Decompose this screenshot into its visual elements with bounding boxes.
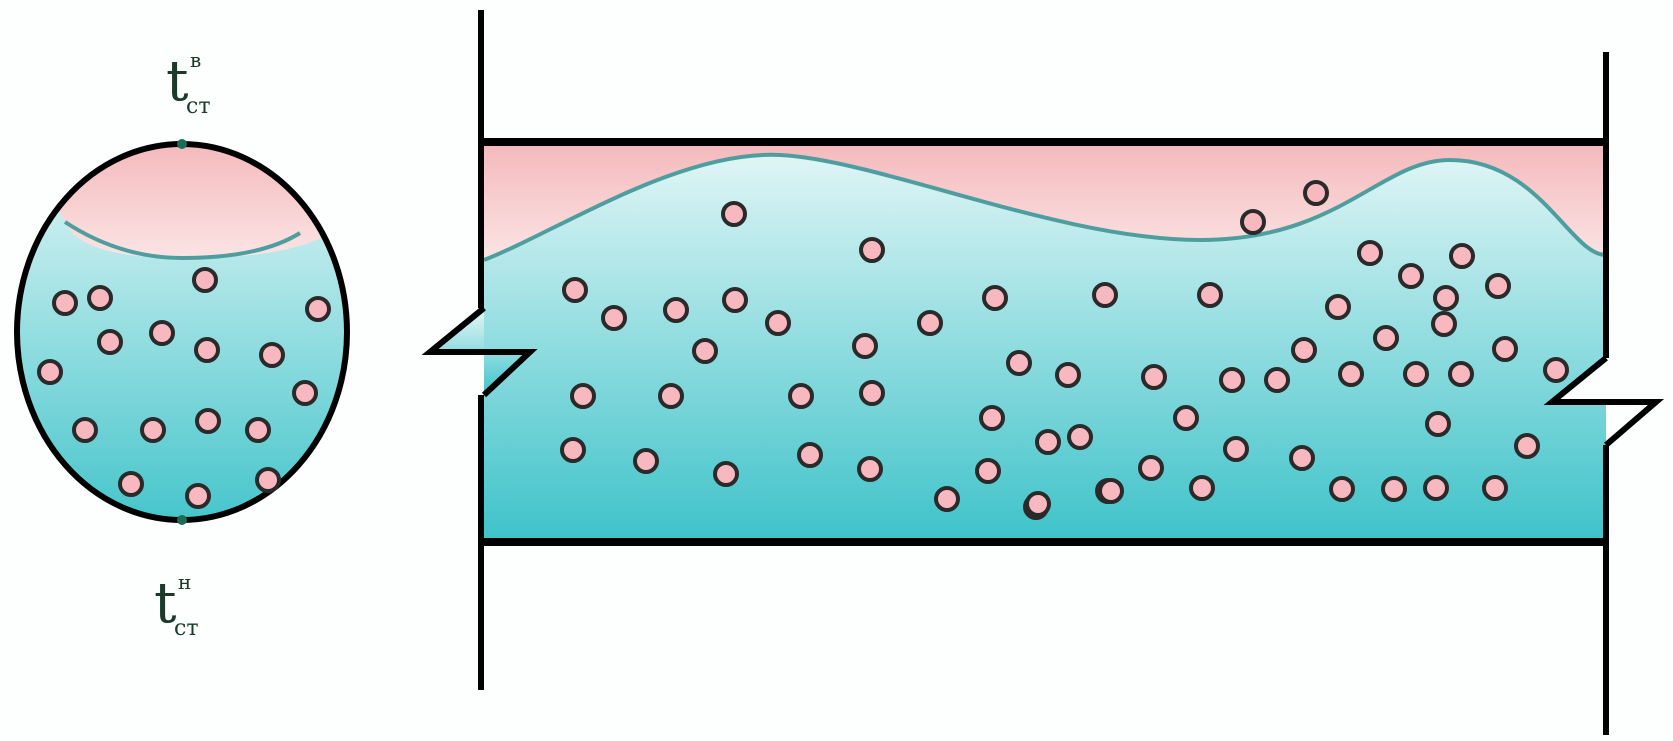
particle	[861, 382, 883, 404]
particle	[1433, 313, 1455, 335]
particle	[39, 361, 61, 383]
particle	[1516, 435, 1538, 457]
particle	[919, 312, 941, 334]
particle	[562, 439, 584, 461]
particle	[1057, 364, 1079, 386]
particle	[861, 239, 883, 261]
particle	[247, 419, 269, 441]
particle	[572, 385, 594, 407]
particle	[1143, 366, 1165, 388]
particle	[1425, 477, 1447, 499]
particle	[197, 410, 219, 432]
particle	[1383, 478, 1405, 500]
particle	[660, 385, 682, 407]
particle	[981, 407, 1003, 429]
bottom-wall-point	[177, 515, 187, 525]
particle	[1008, 352, 1030, 374]
particle	[1027, 493, 1049, 515]
particle	[1293, 339, 1315, 361]
particle	[142, 419, 164, 441]
particle	[151, 322, 173, 344]
particle	[603, 307, 625, 329]
particle	[307, 298, 329, 320]
particle	[1359, 242, 1381, 264]
particle	[767, 312, 789, 334]
top-wall-temperature-label: t в ст	[166, 54, 189, 110]
particle	[723, 203, 745, 225]
particle	[1199, 284, 1221, 306]
particle	[1451, 245, 1473, 267]
particle	[1340, 363, 1362, 385]
particle	[1484, 477, 1506, 499]
particle	[1331, 478, 1353, 500]
particle	[1494, 338, 1516, 360]
bottom-wall-temperature-label: t н ст	[154, 576, 177, 632]
particle	[1427, 413, 1449, 435]
particle	[1037, 431, 1059, 453]
particle	[1327, 296, 1349, 318]
particle	[1291, 447, 1313, 469]
top-wall-point	[177, 139, 187, 149]
top-label-subscript: ст	[186, 96, 211, 118]
bottom-label-superscript: н	[178, 572, 191, 592]
particle	[564, 279, 586, 301]
particle	[790, 385, 812, 407]
particle	[694, 340, 716, 362]
particle	[1191, 477, 1213, 499]
particle	[1305, 182, 1327, 204]
particle	[54, 292, 76, 314]
particle	[1487, 275, 1509, 297]
particle	[859, 458, 881, 480]
particle	[120, 473, 142, 495]
particle	[724, 289, 746, 311]
longitudinal-section	[430, 10, 1656, 735]
particle	[854, 335, 876, 357]
particle	[196, 339, 218, 361]
particle	[1094, 284, 1116, 306]
particle	[1069, 426, 1091, 448]
bottom-label-subscript: ст	[174, 618, 199, 640]
particle	[977, 460, 999, 482]
particle	[187, 485, 209, 507]
top-label-superscript: в	[190, 50, 201, 70]
particle	[1450, 363, 1472, 385]
particle	[1100, 480, 1122, 502]
particle	[665, 299, 687, 321]
particle	[984, 287, 1006, 309]
particle	[1175, 407, 1197, 429]
particle	[635, 450, 657, 472]
particle	[89, 287, 111, 309]
particle	[261, 344, 283, 366]
particle	[1375, 327, 1397, 349]
particle	[936, 488, 958, 510]
particle	[1545, 359, 1567, 381]
particle	[799, 444, 821, 466]
particle	[257, 469, 279, 491]
particle	[1225, 438, 1247, 460]
particle	[715, 463, 737, 485]
particle	[1435, 287, 1457, 309]
particle	[1242, 211, 1264, 233]
particle	[74, 419, 96, 441]
particle	[1266, 369, 1288, 391]
particle	[1221, 369, 1243, 391]
particle	[99, 331, 121, 353]
particle	[1405, 363, 1427, 385]
particle	[294, 382, 316, 404]
particle	[194, 269, 216, 291]
particle	[1400, 265, 1422, 287]
particle	[1140, 457, 1162, 479]
cross-section	[10, 139, 355, 540]
